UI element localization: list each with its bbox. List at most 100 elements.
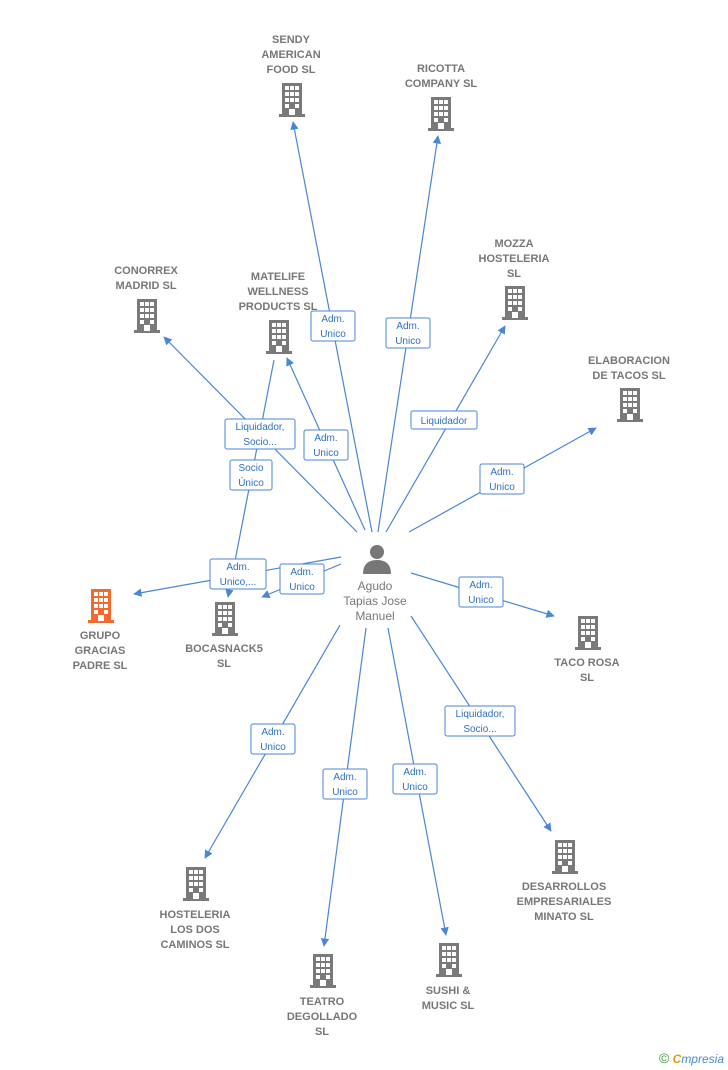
edge-label-box	[310, 310, 356, 342]
edge-label-text: Unico	[402, 782, 428, 793]
copyright-icon: ©	[658, 1050, 670, 1066]
edge-label-text: Socio...	[463, 724, 496, 735]
node-label: AMERICAN	[261, 49, 320, 61]
center-label: Manuel	[355, 609, 394, 623]
node-label: MINATO SL	[534, 911, 594, 923]
node-label: HOSTELERIA	[160, 909, 231, 921]
node-label: EMPRESARIALES	[517, 896, 612, 908]
node-label: SL	[580, 672, 594, 684]
edge-label-desarrollos[interactable]: Liquidador, Socio...	[444, 705, 516, 737]
edge-label-text: Adm.	[290, 567, 313, 578]
node-label: DEGOLLADO	[287, 1011, 358, 1023]
edge-label-grupo[interactable]: Adm.Unico,...	[209, 558, 267, 590]
node-label: PADRE SL	[73, 660, 128, 672]
edge-label-box	[479, 463, 525, 495]
node-label: BOCASNACK5	[185, 643, 263, 655]
node-label: TACO ROSA	[554, 657, 619, 669]
edge-label-box	[303, 429, 349, 461]
node-label: RICOTTA	[417, 63, 465, 75]
building-icon	[266, 320, 292, 354]
edge-label-text: Unico	[395, 336, 421, 347]
edge-label-text: Adm.	[403, 767, 426, 778]
node-label: MATELIFE	[251, 271, 305, 283]
node-label: LOS DOS	[170, 924, 220, 936]
node-label: DESARROLLOS	[522, 881, 606, 893]
node-sushi[interactable]: SUSHI & MUSIC SL	[422, 943, 475, 1012]
edge-label-box	[392, 763, 438, 795]
node-label: DE TACOS SL	[592, 370, 665, 382]
edge-label-text: Liquidador,	[456, 709, 505, 720]
node-label: COMPANY SL	[405, 78, 478, 90]
edge-label-text: Socio	[238, 463, 263, 474]
edge-label-hosteleria[interactable]: Adm. Unico	[250, 723, 296, 755]
node-ricotta[interactable]: RICOTTA COMPANY SL	[405, 63, 478, 131]
edge-label-text: Unico	[260, 742, 286, 753]
edge-label-box	[224, 418, 296, 450]
edge-label-box	[209, 558, 267, 590]
edge-label-text: Adm.	[333, 772, 356, 783]
edge-label-elaboracion[interactable]: Adm.Unico	[479, 463, 525, 495]
edge-label-box	[385, 317, 431, 349]
empresia-logo: © Cmpresia	[659, 1050, 724, 1066]
edge-label-box	[410, 410, 478, 430]
edge-label-mozza[interactable]: Liquidador	[410, 410, 478, 430]
node-label: ELABORACION	[588, 355, 670, 367]
node-label: MADRID SL	[115, 280, 176, 292]
edge-label-text: Adm.	[469, 580, 492, 591]
node-label: GRACIAS	[75, 645, 126, 657]
edge-label-text: Adm.	[490, 467, 513, 478]
edge-label-text: Liquidador,	[236, 422, 285, 433]
edge-label-teatro[interactable]: Adm. Unico	[322, 768, 368, 800]
center-label: Tapias Jose	[343, 594, 407, 608]
brand-rest: mpresia	[681, 1052, 724, 1066]
node-tacorosa[interactable]: TACO ROSA SL	[554, 616, 620, 684]
edge-label-text: Único	[238, 476, 264, 489]
node-label: SL	[315, 1026, 329, 1038]
edge-label-ricotta[interactable]: Adm.Unico	[385, 317, 431, 349]
edge-label-text: Adm.	[321, 314, 344, 325]
edge-label-box	[279, 563, 325, 595]
edge-label-bocasnack2[interactable]: Adm.Unico	[279, 563, 325, 595]
edge-label-text: Adm.	[314, 433, 337, 444]
edge-label-box	[229, 459, 273, 491]
center-label: Agudo	[358, 579, 393, 593]
building-icon	[310, 954, 336, 988]
edge-label-conorrex[interactable]: Liquidador, Socio...	[224, 418, 296, 450]
edge-label-text: Liquidador	[421, 416, 468, 427]
node-desarrollos[interactable]: DESARROLLOS EMPRESARIALES MINATO SL	[517, 840, 612, 923]
edge-label-tacorosa[interactable]: Adm.Unico	[458, 576, 504, 608]
edge-label-text: Unico	[332, 787, 358, 798]
edge-label-text: Adm.	[261, 727, 284, 738]
node-label: SL	[217, 658, 231, 670]
node-label: SENDY	[272, 34, 311, 46]
node-label: SL	[507, 268, 521, 280]
building-icon	[428, 97, 454, 131]
person-icon-body	[363, 560, 391, 574]
building-icon	[134, 299, 160, 333]
edge-label-text: Socio...	[243, 437, 276, 448]
node-elaboracion[interactable]: ELABORACION DE TACOS SL	[588, 355, 670, 422]
building-icon	[212, 602, 238, 636]
edge-label-sendy[interactable]: Adm.Unico	[310, 310, 356, 342]
node-label: PRODUCTS SL	[239, 301, 318, 313]
edge-label-text: Adm.	[226, 562, 249, 573]
edge-label-sushi[interactable]: Adm. Unico	[392, 763, 438, 795]
edge-label-text: Unico	[313, 448, 339, 459]
node-label: SUSHI &	[426, 985, 471, 997]
edge-label-matelife[interactable]: Adm. Unico	[303, 429, 349, 461]
building-icon	[279, 83, 305, 117]
edge-label-box	[444, 705, 516, 737]
building-icon	[502, 286, 528, 320]
edge-label-box	[322, 768, 368, 800]
node-label: MUSIC SL	[422, 1000, 475, 1012]
